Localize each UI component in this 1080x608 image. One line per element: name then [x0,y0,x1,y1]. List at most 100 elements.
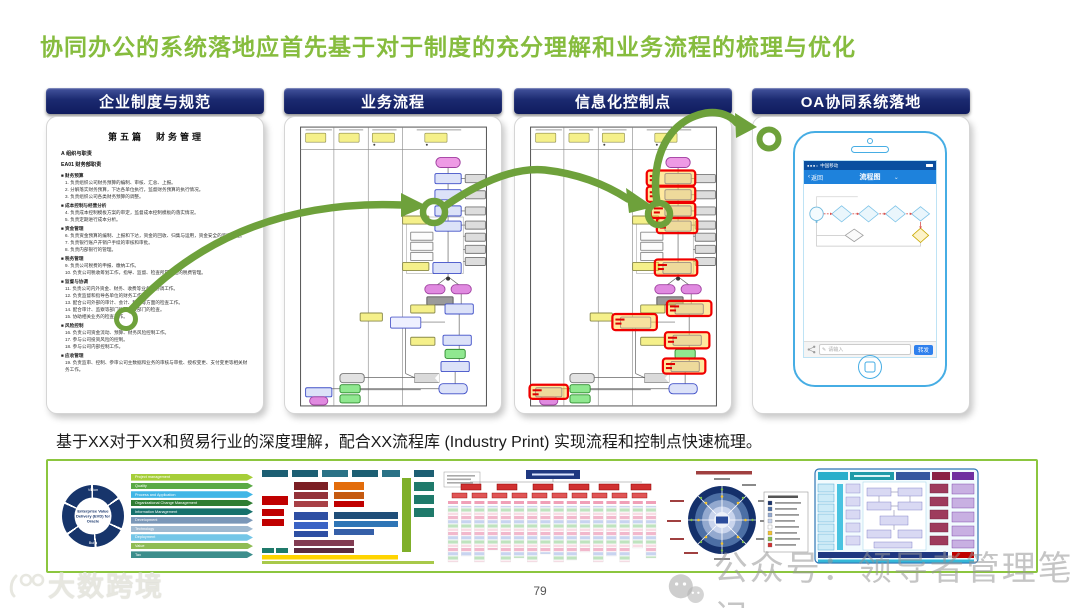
document-line: ■ 风险控制 [61,322,84,328]
thumbnail-system-architecture [814,468,979,564]
mobile-flowchart [809,196,931,247]
document-line: 3. 负责组织公司各类财务预算的调整。 [65,194,144,200]
thumbnail-maturity-wheel [664,468,812,564]
page-title: 协同办公的系统落地应首先基于对于制度的充分理解和业务流程的梳理与优化 [40,34,856,60]
brand-watermark: 大数跨境 [8,565,164,604]
panel-regulations-header: 企业制度与规范 [46,88,264,114]
document-line: 13. 配合公司外部的审计、会计、税务等方面的检查工作。 [65,299,183,305]
document-line: ■ 应收管理 [61,352,84,358]
block-architecture-graphic [262,470,434,564]
evd-ring-top-label: Vision [87,487,99,492]
evd-bar: Quality [131,483,253,490]
battery-icon [926,163,933,168]
document-line: ■ 成本控制与经营分析 [61,203,107,209]
document-line: 16. 负责公司资金流动、预算、财务风险控制工作。 [65,329,170,335]
phone-camera-icon [867,138,873,144]
panel-business-process-header: 业务流程 [284,88,502,114]
document-line: 11. 负责公司内外资金、财务、收费等业务的协调工作。 [65,285,178,291]
signal-icon: ●●●○ [807,162,821,168]
document-line: 6. 负责资金预算的编制、上报和下达，资金的回收、归集与运用，资金安全的监察检查… [65,233,245,238]
system-architecture-graphic [814,468,979,564]
process-tree-graphic [443,470,657,563]
document-title: 第五篇 财务管理 [107,132,204,142]
document-line: 8. 负责内部银行的管理。 [65,247,117,253]
carrier-label: 中国移动 [820,162,839,168]
finance-regulation-document: 第五篇 财务管理 A 组织与职责 EA01 财务部职责 ■ 财务预算 1. 负责… [47,117,263,373]
document-line: ■ 资金管理 [61,225,84,231]
brand-watermark-text: 大数跨境 [48,572,164,602]
control-points-card [514,116,732,414]
control-points-flowchart [527,126,717,407]
evd-bar: Technology [131,526,253,533]
document-line: 2. 分解落实财务预算，下达各单位执行，监督财务预算的执行情况。 [65,187,204,193]
evd-ring-diagram: Vision Build Enterprise Value Delivery (… [62,485,124,547]
panel-control-points-header: 信息化控制点 [514,88,732,114]
phone-screen: ●●●○ 中国移动 ‹返回 流程图 ⌄ [803,160,937,358]
phone-mockup: ●●●○ 中国移动 ‹返回 流程图 ⌄ [793,131,947,387]
phone-nav-bar: ‹返回 流程图 ⌄ [804,170,936,184]
evd-bar: Tax [131,551,253,558]
wechat-watermark: 公众号：领导者管理笔记 [666,541,1080,608]
panel-oa-system: OA协同系统落地 ●●●○ 中国移动 ‹返回 流程图 ⌄ [752,88,970,414]
document-line: ■ 财务预算 [61,173,84,179]
phone-input-bar: ✎请输入 转发 [804,341,936,357]
wechat-watermark-text: 公众号：领导者管理笔记 [713,550,1074,608]
panel-control-points: 信息化控制点 [514,88,732,414]
document-line: 15. 协助相关业务的检查工作。 [65,314,128,320]
evd-bar-list: Project management Quality Process and A… [131,474,253,558]
app-title: 流程图 [859,174,881,181]
document-line: ■ 监督与协调 [61,278,89,284]
business-process-flowchart [299,126,487,407]
maturity-wheel-graphic [667,471,809,560]
evd-bar: Development [131,517,253,524]
evd-bar: Project management [131,474,253,481]
pencil-icon: ✎ [822,346,827,353]
page-number: 79 [533,584,547,598]
evd-ring-bottom-label: Build [88,540,98,545]
document-body: A 组织与职责 EA01 财务部职责 ■ 财务预算 1. 负责组织公司财务预算的… [61,150,251,373]
share-icon [807,345,816,354]
evd-center-label: Enterprise Value Delivery (EVD) for Orac… [75,508,110,524]
chevron-left-icon: ‹ [808,174,810,180]
thumbnail-block-architecture [260,468,438,564]
evd-bar: Deployment [131,534,253,541]
thumbnail-process-tree [440,468,662,564]
panel-regulations: 企业制度与规范 第五篇 财务管理 A 组织与职责 EA01 财务部职责 ■ 财务… [46,88,264,414]
phone-status-bar: ●●●○ 中国移动 [804,161,936,170]
reference-image-strip: Vision Build Enterprise Value Delivery (… [46,459,1038,573]
wechat-icon [668,574,704,603]
forward-button: 转发 [913,344,933,355]
back-button: ‹返回 [808,174,824,182]
message-input: ✎请输入 [819,344,911,355]
document-line: 7. 负责银行账户开销户手续的审核和审批。 [65,240,153,246]
chevron-down-icon: ⌄ [893,174,899,181]
document-line: 17. 参与公司投资风险的控制。 [65,337,128,343]
evd-bar: Information Management [131,508,253,515]
evd-bar: Value [131,543,253,550]
document-line: 12. 负责监督和指导各单位的财务工作。 [65,292,147,298]
evd-bar: Process and Application [131,491,253,498]
mobile-flow-canvas [804,184,936,341]
document-line: 4. 负责成本控制模板方案的审定，监督成本控制模板的落实情况。 [65,210,199,216]
document-line: 1. 负责组织公司财务预算的编制、审核、汇总、上报。 [65,180,176,186]
business-process-card [284,116,502,414]
panel-business-process: 业务流程 [284,88,502,414]
panel-oa-system-header: OA协同系统落地 [752,88,970,114]
thumbnail-evd-diagram: Vision Build Enterprise Value Delivery (… [62,468,258,564]
document-line: ■ 税务管理 [61,255,84,261]
document-line: 18. 参与公司内部控制工作。 [65,344,124,350]
evd-bar: Organizational Change Management [131,500,253,507]
document-line: 5. 负责定期进行成本分析。 [65,217,121,223]
oa-system-card: ●●●○ 中国移动 ‹返回 流程图 ⌄ [752,116,970,414]
home-button-icon [858,355,882,379]
document-line: A 组织与职责 [61,151,92,157]
caption-text: 基于XX对于XX和贸易行业的深度理解，配合XX流程库 (Industry Pri… [56,434,762,451]
phone-speaker-icon [851,146,889,153]
document-line: 19. 负责监审、控制、参审公司主数据和业务的审核与审批、授权变更、支付变更等相… [65,359,248,372]
document-line: 9. 负责公司税费的申报、缴纳工作。 [65,262,140,268]
document-line: EA01 财务部职责 [61,162,102,169]
brand-logo-icon [9,573,45,597]
regulations-document-card: 第五篇 财务管理 A 组织与职责 EA01 财务部职责 ■ 财务预算 1. 负责… [46,116,264,414]
document-line: 14. 配合审计、监察等部门处理有关部门的检查。 [65,307,165,313]
